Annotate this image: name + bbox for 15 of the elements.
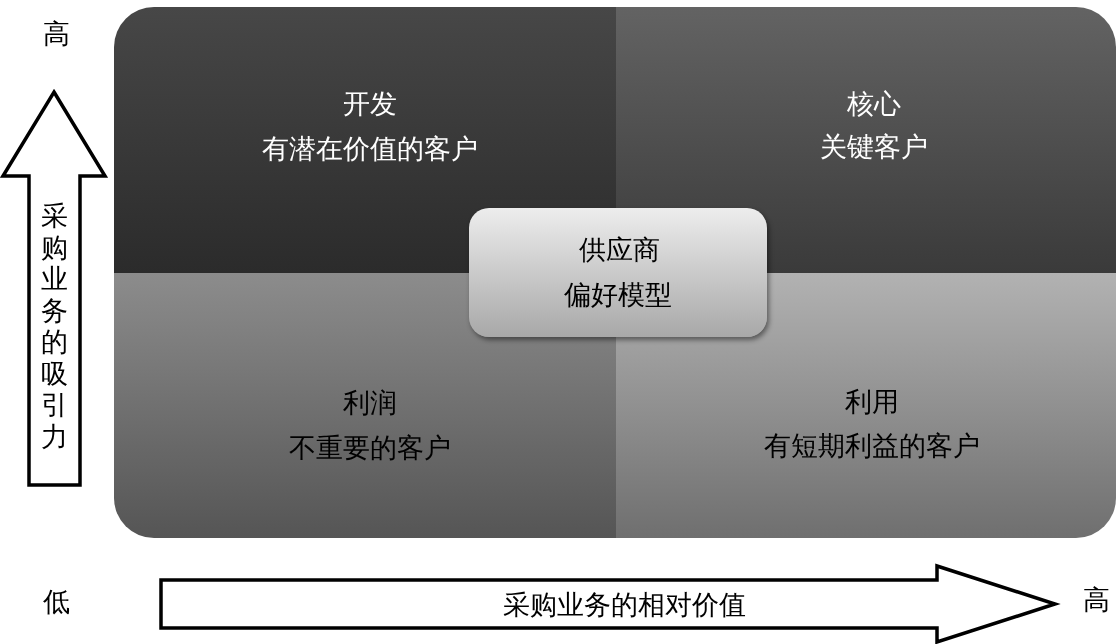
quadrant-title: 核心 [847, 88, 901, 120]
axis-end-label: 高 [1082, 584, 1110, 616]
axis-title: 采购业务的相对价值 [502, 589, 746, 621]
quadrant-description: 不重要的客户 [289, 432, 451, 464]
axis-end-label: 低 [42, 586, 70, 618]
quadrant-description: 有潜在价值的客户 [262, 133, 478, 165]
quadrant-title: 开发 [343, 88, 397, 120]
axis-end-label: 高 [42, 18, 70, 50]
quadrant-title: 利润 [343, 387, 397, 419]
center-box [469, 208, 767, 337]
quadrant-title: 利用 [845, 386, 899, 418]
axis-title: 采购业务的吸引力 [39, 200, 69, 452]
quadrant-description: 关键客户 [820, 131, 928, 163]
quadrant-description: 有短期利益的客户 [764, 430, 980, 462]
model-title: 供应商偏好模型 [563, 233, 673, 312]
